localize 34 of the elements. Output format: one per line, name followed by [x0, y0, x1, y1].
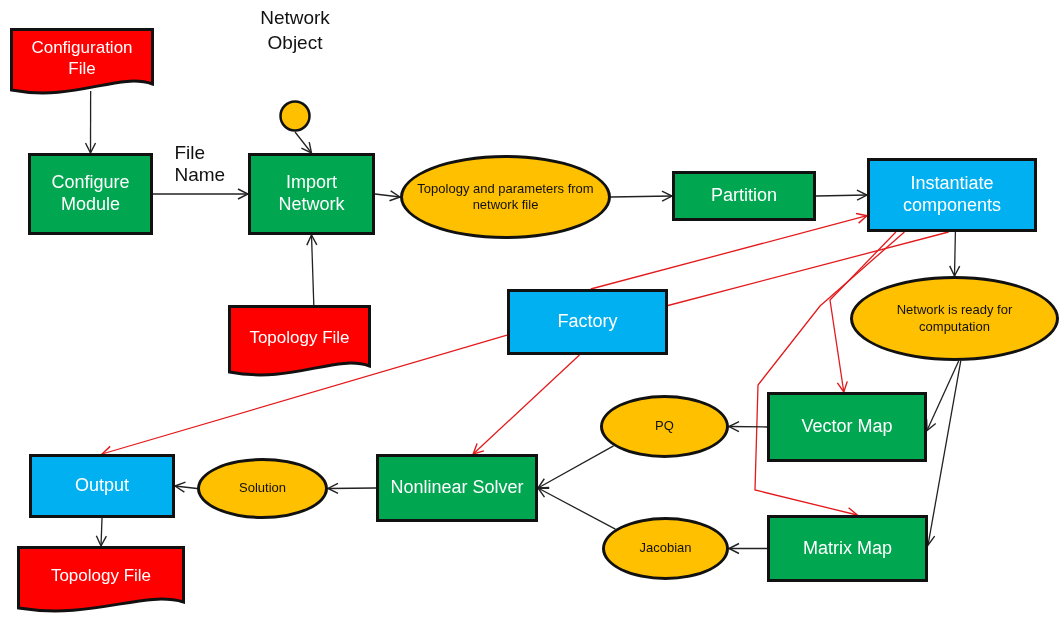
arrow	[610, 190, 673, 202]
process-box: Matrix Map	[767, 515, 928, 582]
arrow	[537, 445, 615, 489]
arrow	[815, 189, 868, 201]
arrow	[590, 212, 868, 290]
arrow	[949, 231, 961, 277]
arrow	[174, 481, 198, 493]
arrow	[95, 517, 108, 547]
arrow	[152, 188, 249, 200]
arrow	[84, 90, 97, 154]
arrow	[925, 360, 960, 432]
arrow	[306, 234, 318, 306]
process-box: Partition	[672, 171, 816, 221]
arrow	[472, 354, 581, 455]
process-box: Output	[29, 454, 175, 518]
arrow	[374, 190, 401, 202]
process-box: Vector Map	[767, 392, 927, 462]
arrow	[728, 542, 768, 555]
process-box: Import Network	[248, 153, 375, 235]
data-ellipse: Network is ready for computation	[850, 276, 1059, 361]
process-box: Nonlinear Solver	[376, 454, 538, 522]
arrow	[728, 420, 768, 433]
node-label: Network Object	[259, 6, 331, 55]
data-ellipse: Solution	[197, 458, 328, 519]
data-ellipse: Jacobian	[602, 517, 729, 580]
arrow	[294, 131, 313, 154]
data-ellipse: PQ	[600, 395, 729, 458]
arrow	[537, 487, 617, 530]
process-box: Configure Module	[28, 153, 153, 235]
arrow	[829, 231, 897, 393]
process-box: Factory	[507, 289, 668, 355]
arrow	[327, 482, 377, 495]
process-box: Instantiate components	[867, 158, 1037, 232]
data-ellipse: Topology and parameters from network file	[400, 155, 611, 239]
